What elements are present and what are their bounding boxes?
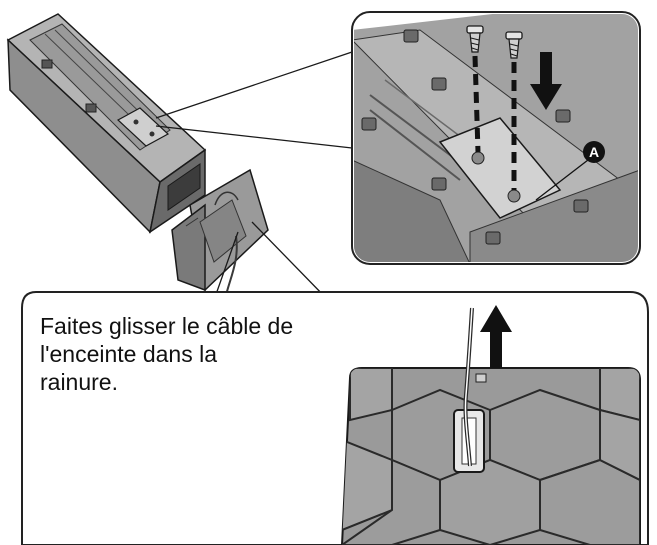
- marker-label: A: [589, 144, 599, 160]
- detail-panel-cable: [21, 291, 649, 545]
- arrow-down-icon: [530, 52, 562, 110]
- caption-line-1: Faites glisser le câble de: [40, 313, 294, 339]
- arrow-up-icon: [480, 305, 512, 368]
- caption-line-3: rainure.: [40, 369, 118, 395]
- screw-icon: [466, 25, 484, 53]
- callout-lines-top: [155, 51, 353, 149]
- marker-a: A: [535, 141, 605, 201]
- speaker-body: [6, 13, 207, 234]
- instruction-caption: Faites glisser le câble de l'enceinte da…: [40, 312, 340, 396]
- caption-line-2: l'enceinte dans la: [40, 341, 218, 367]
- stand-base: [171, 168, 269, 301]
- callout-lines-bottom: [213, 221, 329, 301]
- detail-panel-screws: A: [351, 11, 641, 265]
- screw-icon: [505, 31, 523, 59]
- screw-guide-line: [472, 55, 481, 153]
